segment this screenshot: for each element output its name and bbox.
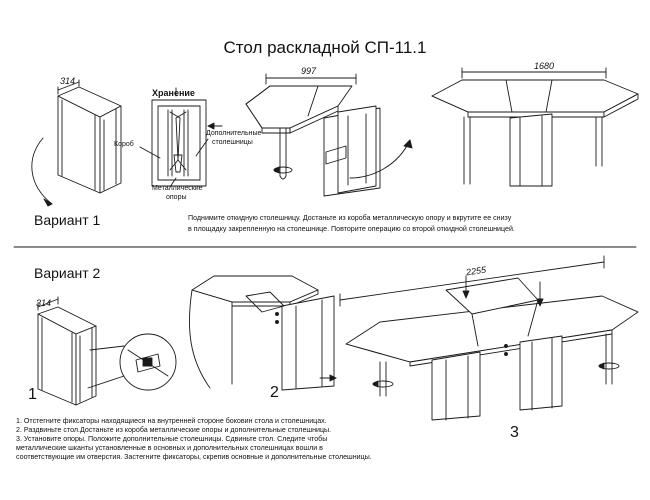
dimension-314-top: 314: [60, 76, 76, 86]
variant1-instruction-line2: в площадку закрепленную на столешнице. П…: [188, 225, 515, 233]
box-label: Короб: [114, 141, 134, 148]
half-open-table-v1: [245, 73, 413, 197]
dimension-997: 997: [301, 66, 317, 76]
extra-tops-label-line2: столешницы: [212, 139, 253, 146]
page-title: Стол раскладной СП-11.1: [223, 38, 427, 57]
variant2-step-3-cont2: соответствующие им отверстия. Застегните…: [16, 453, 372, 461]
supports-label-line1: Металлические: [152, 185, 203, 192]
folded-table-v1: [31, 79, 122, 207]
dimension-314-bottom: 314: [36, 298, 52, 308]
variant2-step-2: 2. Раздвиньте стол.Достаньте из короба м…: [16, 426, 332, 434]
variant2-label: Вариант 2: [34, 265, 101, 281]
extra-tops-label-line1: Дополнительные: [206, 130, 262, 137]
variant2-step-3: 3. Установите опоры. Положите дополнител…: [16, 435, 328, 443]
folded-table-v2: [37, 296, 177, 406]
step-number-2: 2: [270, 384, 279, 401]
dimension-1680: 1680: [534, 61, 555, 71]
variant1-instruction-line1: Поднимите откидную столешницу. Достаньте…: [188, 214, 512, 222]
supports-label-line2: опоры: [166, 194, 187, 201]
step-number-3: 3: [510, 424, 519, 441]
variant2-step-1: 1. Отстегните фиксаторы находящиеся на в…: [16, 417, 327, 425]
step-number-1: 1: [28, 386, 37, 403]
pulled-table-v2: [188, 275, 337, 391]
variant2-step-3-cont1: металлические шканты установленные в осн…: [16, 444, 323, 452]
storage-heading: Хранение: [152, 88, 195, 98]
storage-detail: [139, 87, 223, 188]
open-table-v1: [431, 67, 639, 187]
variant1-label: Вариант 1: [34, 212, 101, 228]
extended-table-v2: [339, 255, 639, 421]
